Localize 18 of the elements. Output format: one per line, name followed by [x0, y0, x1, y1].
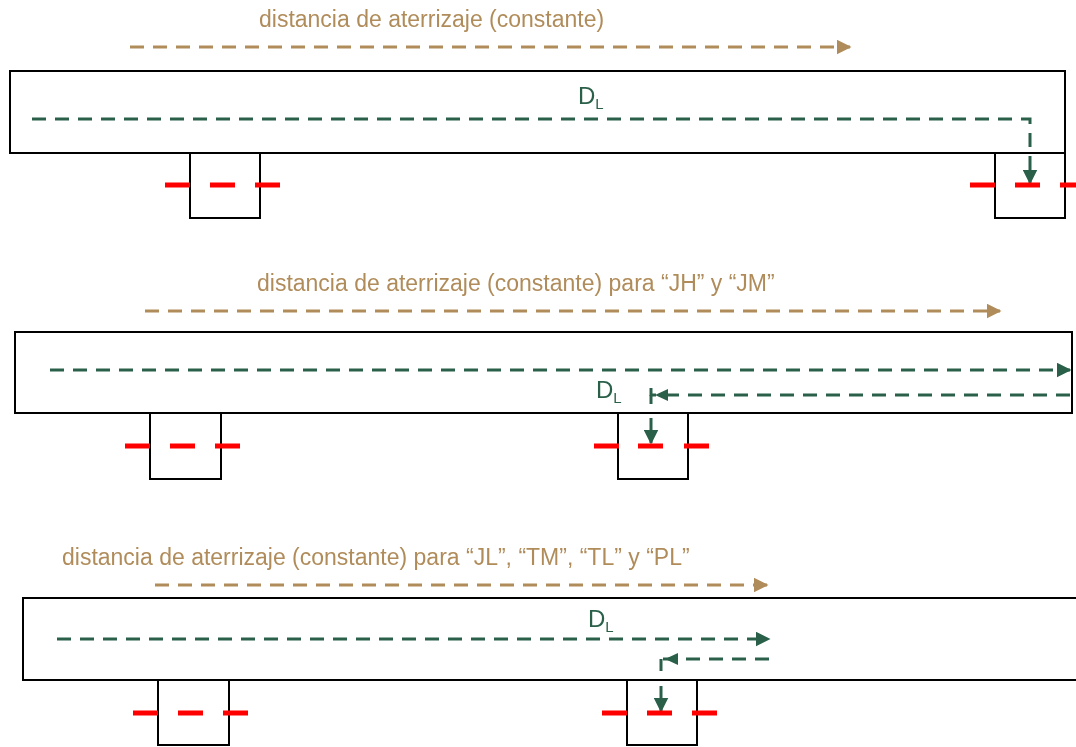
taxiway-exit-box — [617, 412, 689, 480]
taxiway-exit-box — [189, 152, 261, 219]
distance-label: D$_{L}$ — [578, 84, 604, 111]
distance-label: D$_{L}$ — [596, 378, 622, 405]
landing-distance-arrow — [32, 117, 1038, 185]
landing-distance-arrow — [653, 657, 769, 713]
taxiway-exit-box — [157, 679, 230, 746]
distance-caption: distancia de aterrizaje (constante) para “JL”, “TM”, “TL” y “PL” — [62, 546, 690, 569]
landing-distance-arrow — [643, 393, 1070, 445]
distance-caption: distancia de aterrizaje (constante) para “JH” y “JM” — [257, 272, 775, 295]
distance-label: D$_{L}$ — [588, 607, 614, 634]
taxiway-exit-box — [626, 679, 698, 746]
runway-box — [14, 331, 1073, 414]
runway-box — [9, 70, 1066, 154]
taxiway-exit-box — [994, 152, 1066, 219]
taxiway-exit-box — [149, 412, 222, 480]
distance-caption: distancia de aterrizaje (constante) — [259, 8, 605, 31]
runway-box — [22, 597, 1076, 681]
